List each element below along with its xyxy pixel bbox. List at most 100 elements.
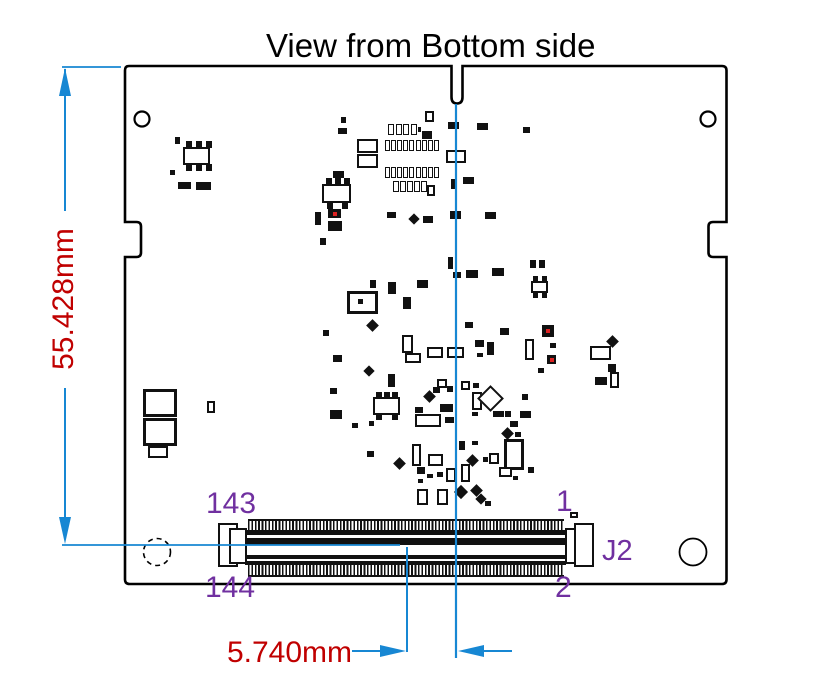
component-footprint [391, 140, 396, 151]
component-footprint [421, 181, 427, 192]
component-footprint [418, 479, 423, 483]
component-footprint [513, 476, 518, 480]
component-footprint [461, 464, 470, 482]
component-footprint [570, 512, 578, 518]
component-footprint [505, 411, 511, 417]
horizontal-dimension-label: 5.740mm [226, 636, 352, 669]
component-footprint [453, 484, 469, 500]
component-footprint [384, 392, 390, 398]
component-footprint [366, 319, 379, 332]
mounting-hole-top-left [133, 110, 151, 128]
component-footprint [388, 282, 396, 294]
component-footprint [344, 178, 350, 185]
component-footprint [357, 154, 378, 168]
component-footprint [493, 411, 504, 417]
component-footprint [466, 270, 478, 278]
component-footprint [407, 181, 413, 192]
component-footprint [186, 164, 192, 171]
component-footprint [453, 272, 461, 278]
component-footprint [446, 150, 466, 163]
component-footprint [322, 184, 351, 203]
component-footprint [196, 141, 202, 148]
component-footprint [330, 388, 337, 394]
connector-designator: J2 [602, 535, 633, 567]
component-footprint [445, 417, 454, 423]
drawing-title: View from Bottom side [266, 27, 596, 64]
component-footprint [358, 299, 363, 304]
component-footprint [327, 202, 333, 209]
component-footprint [328, 221, 342, 231]
connector-pin-comb-top [248, 519, 564, 532]
component-footprint [387, 212, 396, 218]
component-footprint [418, 127, 421, 132]
component-footprint [328, 209, 341, 218]
component-footprint [206, 141, 212, 148]
component-footprint [504, 439, 524, 470]
component-footprint [465, 322, 473, 328]
pin-label-143: 143 [206, 487, 257, 520]
component-footprint [595, 377, 607, 385]
component-footprint [437, 472, 443, 477]
component-footprint [367, 451, 374, 457]
component-footprint [148, 446, 168, 458]
board-outline [123, 64, 728, 586]
component-footprint [610, 372, 619, 388]
component-footprint [608, 364, 616, 372]
component-footprint [391, 167, 396, 178]
component-footprint [416, 167, 421, 178]
connector-pin-comb-bottom [248, 564, 564, 577]
pin1-red-mark [549, 357, 554, 362]
component-footprint [550, 343, 556, 348]
component-footprint [422, 131, 432, 139]
component-footprint [500, 328, 509, 335]
component-footprint [485, 212, 496, 219]
component-footprint [417, 280, 428, 288]
component-footprint [411, 124, 417, 135]
component-footprint [477, 353, 483, 357]
component-footprint [333, 171, 344, 178]
component-footprint [392, 414, 398, 420]
component-footprint [338, 128, 347, 134]
connector-body-bar [245, 538, 566, 545]
component-footprint [533, 292, 538, 298]
component-footprint [463, 177, 474, 184]
component-footprint [178, 182, 191, 189]
component-footprint [538, 368, 544, 373]
component-footprint [335, 178, 341, 185]
component-footprint [472, 441, 478, 445]
vertical-dimension-label: 55.428mm [47, 228, 80, 370]
component-footprint [385, 140, 390, 151]
component-footprint [531, 281, 548, 293]
connector-end-cap-right-outer [574, 523, 594, 567]
connector-end-cap-left-inner [229, 528, 247, 564]
component-footprint [422, 140, 427, 151]
component-footprint [434, 167, 439, 178]
component-footprint [427, 185, 435, 196]
component-footprint [510, 421, 518, 427]
component-footprint [414, 181, 420, 192]
component-footprint [483, 457, 488, 462]
component-footprint [402, 335, 413, 353]
component-footprint [385, 167, 390, 178]
component-footprint [425, 111, 434, 122]
component-footprint [416, 140, 421, 151]
pin-label-2: 2 [555, 571, 572, 604]
component-footprint [446, 468, 456, 482]
component-footprint [405, 353, 421, 363]
component-footprint [433, 387, 440, 393]
component-footprint [397, 167, 402, 178]
component-footprint [539, 260, 545, 268]
component-footprint [450, 211, 461, 219]
component-footprint [409, 167, 414, 178]
component-footprint [520, 411, 531, 418]
component-footprint [315, 212, 321, 225]
pin-label-1: 1 [556, 485, 573, 518]
component-footprint [415, 407, 423, 413]
component-footprint [487, 342, 494, 355]
component-footprint [489, 453, 499, 464]
component-footprint [376, 392, 382, 398]
component-footprint [393, 181, 399, 192]
component-footprint [392, 392, 398, 398]
component-footprint [196, 182, 211, 190]
